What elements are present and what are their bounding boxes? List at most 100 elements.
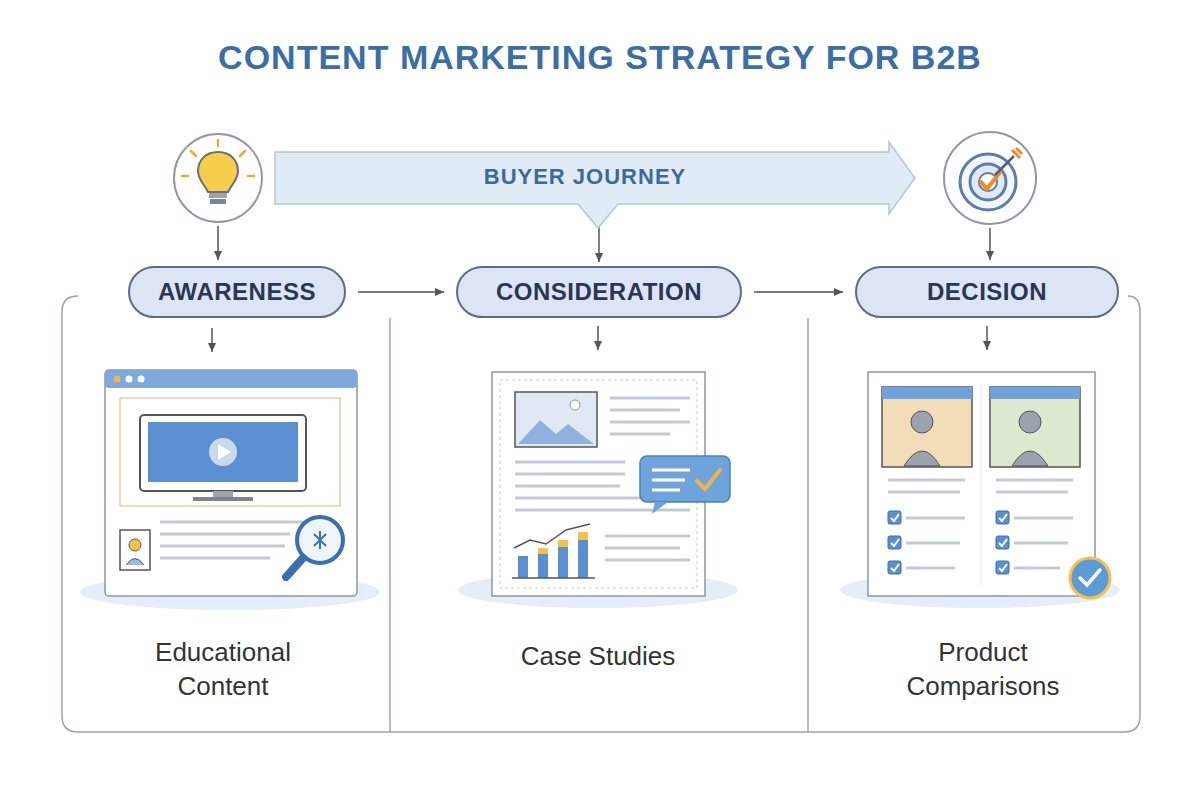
comparison-illustration: [996, 536, 1009, 549]
case-study-illustration: [610, 433, 670, 436]
educational-illustration: [160, 533, 290, 536]
case-study-illustration: [578, 532, 588, 540]
journey-arrow-shape: [275, 142, 915, 228]
case-study-illustration: [514, 524, 590, 548]
comparison-illustration: [891, 514, 1007, 571]
comparison-illustration: [990, 387, 1080, 399]
case-study-illustration: [652, 469, 690, 472]
case-study-illustration: [458, 372, 738, 608]
educational-illustration: [129, 539, 141, 551]
educational-illustration: [218, 444, 231, 460]
node-label: CONSIDERATION: [496, 278, 702, 306]
journey-arrow-band: BUYER JOURNEY: [275, 148, 915, 208]
comparison-illustration: [1012, 451, 1048, 466]
case-study-illustration: [578, 532, 588, 578]
column-label: Product Comparisons: [878, 636, 1088, 704]
lightbulb-icon: [248, 175, 254, 178]
comparison-illustration: [888, 536, 901, 549]
case-study-illustration: [558, 540, 568, 547]
comparison-illustration: [906, 567, 955, 570]
case-study-illustration: [518, 556, 528, 578]
comparison-illustration: [1014, 567, 1060, 570]
educational-illustration: [80, 370, 380, 610]
educational-illustration: [120, 398, 340, 506]
down-arrow: [986, 326, 988, 350]
comparison-illustration: [888, 511, 901, 524]
educational-illustration: [105, 370, 357, 596]
case-study-illustration: [652, 470, 690, 490]
case-study-illustration: [697, 470, 720, 489]
lightbulb-icon: [210, 199, 226, 204]
lightbulb-icon: [191, 151, 196, 156]
comparison-illustration: [882, 387, 972, 399]
down-arrow: [217, 226, 219, 260]
down-arrow: [597, 326, 599, 350]
comparison-illustration: [996, 511, 1009, 524]
case-study-illustration: [605, 547, 680, 550]
case-study-illustration: [515, 473, 625, 476]
target-icon: [995, 156, 1014, 175]
panel-frame: [389, 318, 391, 732]
comparison-illustration: [1080, 570, 1100, 585]
node-label: AWARENESS: [158, 278, 316, 306]
down-arrow: [211, 328, 213, 352]
comparison-illustration: [999, 539, 1007, 546]
case-study-illustration: [605, 535, 690, 538]
case-study-illustration: [538, 548, 548, 578]
target-icon: [960, 154, 1016, 210]
panel-frame: [807, 318, 809, 732]
comparison-illustration: [868, 372, 1095, 596]
panel-frame: [62, 296, 1140, 732]
comparison-illustration: [888, 511, 1009, 574]
case-study-illustration: [610, 421, 690, 424]
educational-illustration: [286, 558, 303, 577]
comparison-illustration: [888, 561, 901, 574]
lightbulb-icon: [209, 193, 227, 198]
target-icon: [1012, 148, 1022, 158]
case-study-illustration: [515, 392, 597, 447]
case-study-illustration: [610, 409, 680, 412]
node-label: BUYER JOURNEY: [484, 164, 706, 190]
column-label: Educational Content: [123, 636, 323, 704]
target-icon: [944, 132, 1036, 224]
comparison-illustration: [888, 491, 960, 494]
lightbulb-icon: [174, 134, 262, 222]
case-study-illustration: [538, 548, 548, 554]
case-study-illustration: [640, 456, 730, 502]
educational-illustration: [209, 438, 237, 466]
node-label: DECISION: [927, 278, 1047, 306]
case-study-illustration: [512, 577, 595, 579]
comparison-illustration: [981, 385, 982, 585]
lightbulb-icon: [174, 134, 262, 222]
comparison-illustration: [906, 517, 965, 520]
stage-pill: DECISION: [855, 266, 1119, 318]
case-study-illustration: [652, 502, 668, 514]
comparison-illustration: [999, 564, 1007, 571]
educational-illustration: [213, 491, 233, 497]
educational-illustration: [120, 530, 150, 570]
comparison-illustration: [891, 539, 899, 546]
case-study-illustration: [515, 398, 690, 560]
educational-illustration: [160, 557, 270, 560]
comparison-illustration: [1014, 542, 1068, 545]
flow-arrow: [754, 291, 843, 293]
educational-illustration: [140, 415, 306, 491]
lightbulb-icon: [182, 175, 188, 178]
comparison-illustration: [1014, 517, 1073, 520]
flow-arrow: [358, 291, 444, 293]
comparison-illustration: [888, 480, 1073, 568]
comparison-illustration: [891, 514, 899, 521]
educational-illustration: [160, 545, 285, 548]
comparison-illustration: [990, 387, 1080, 467]
comparison-illustration: [996, 479, 1073, 482]
comparison-illustration: [888, 479, 965, 482]
case-study-illustration: [515, 509, 690, 512]
comparison-illustration: [996, 561, 1009, 574]
educational-illustration: [314, 531, 326, 549]
case-study-illustration: [515, 485, 620, 488]
educational-illustration: [114, 376, 121, 383]
down-arrow: [989, 228, 991, 260]
comparison-illustration: [996, 491, 1068, 494]
column-label: Case Studies: [478, 640, 718, 674]
